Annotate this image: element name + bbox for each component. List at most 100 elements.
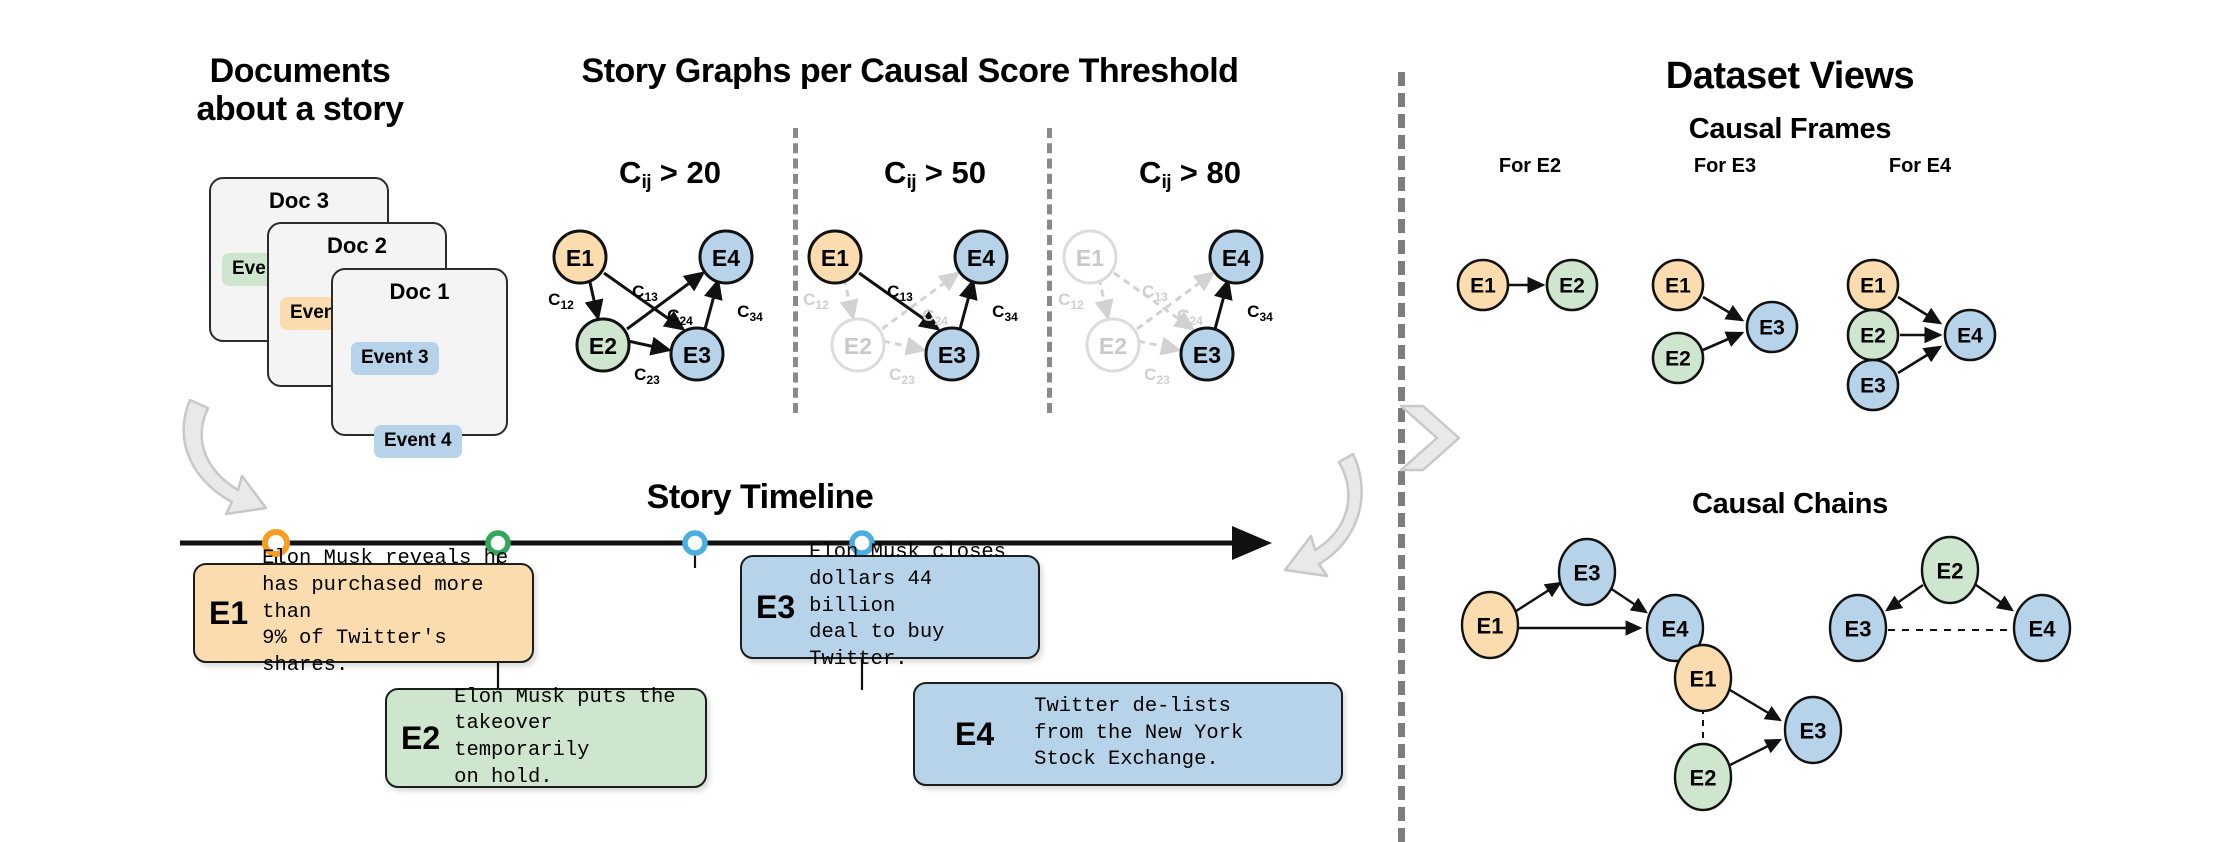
edge-label-C24: C24: [667, 306, 693, 328]
chain-node-E4[interactable]: E4: [2012, 593, 2072, 663]
causal-chain-1: E1 E3 E4: [1460, 537, 1705, 663]
timeline-dot-E2[interactable]: [485, 530, 511, 556]
chain-edge-E1-E3: [1729, 688, 1783, 722]
chain-node-E3[interactable]: E3: [1783, 695, 1843, 765]
doc-card-2-title: Doc 2: [327, 233, 387, 258]
graph-node-E4[interactable]: E4: [698, 229, 754, 285]
edge-label-C24: C24: [922, 306, 948, 328]
story-graphs-title-text: Story Graphs per Causal Score Threshold: [581, 52, 1239, 90]
doc-card-3-title: Doc 3: [269, 188, 329, 213]
chain-node-E1-label: E1: [1477, 614, 1504, 639]
chain-node-E3[interactable]: E3: [1828, 593, 1888, 663]
timeline-event-box-E2[interactable]: E2 Elon Musk puts the takeover temporari…: [385, 686, 707, 789]
causal-frame-caption-3: For E4: [1845, 155, 1995, 178]
doc-card-1-chip-event4[interactable]: Event 4: [374, 425, 462, 458]
chain-node-E2[interactable]: E2: [1920, 535, 1980, 605]
chain-node-E3-label: E3: [1574, 561, 1601, 586]
timeline-dot-E4[interactable]: [849, 530, 875, 556]
graph-node-E4[interactable]: E4: [953, 229, 1009, 285]
edge-E3-E4-active: [1213, 278, 1233, 330]
chain-node-E4[interactable]: E4: [1645, 593, 1705, 663]
story-graph-threshold-80: E1 E2 E3 E4 C12 C13 C24 C23 C34: [1058, 229, 1273, 387]
chain-node-E2[interactable]: E2: [1673, 742, 1733, 812]
main-divider-left: [1398, 72, 1405, 842]
graph-separator-2: [1047, 128, 1052, 413]
frame-node-E3-label: E3: [1860, 375, 1886, 398]
graph-node-E2[interactable]: E2: [575, 317, 631, 373]
timeline-event-box-E4[interactable]: E4 Twitter de-lists from the New York St…: [913, 682, 1343, 786]
causal-frame-caption-3-text: For E4: [1888, 155, 1952, 177]
chain-node-E3-label: E3: [1845, 617, 1872, 642]
graph-node-E1-label: E1: [1076, 245, 1104, 271]
timeline-dot-E3[interactable]: [682, 530, 708, 556]
chain-edge-E1-E3: [1512, 581, 1563, 615]
timeline-event-E4-id: E4: [955, 716, 995, 752]
graph-node-E2-label: E2: [844, 333, 872, 359]
frame-node-E1[interactable]: E1: [1456, 258, 1510, 312]
causal-frame-for-E3: E1 E2 E3: [1651, 258, 1799, 385]
edge-label-C13: C13: [1142, 282, 1168, 304]
frame-node-E1[interactable]: E1: [1846, 258, 1900, 312]
timeline-event-box-E1[interactable]: E1 Elon Musk reveals he has purchased mo…: [193, 547, 534, 677]
graph-node-E1[interactable]: E1: [807, 229, 863, 285]
graph-node-E1-faded[interactable]: E1: [1062, 229, 1118, 285]
causal-frame-caption-2-text: For E3: [1693, 155, 1757, 177]
edge-E2-E3: [627, 336, 672, 356]
edge-label-C34: C34: [992, 302, 1018, 324]
doc-card-1-title: Doc 1: [389, 279, 450, 304]
frame-node-E2[interactable]: E2: [1651, 331, 1705, 385]
graph-node-E2-label: E2: [589, 333, 617, 359]
dataset-views-title: Dataset Views: [1540, 55, 2040, 98]
story-timeline-title-text: Story Timeline: [646, 478, 874, 516]
causal-chain-3: E1 E2 E3: [1673, 643, 1843, 812]
causal-frame-for-E4: E1 E2 E3 E4: [1846, 258, 1997, 412]
timeline-event-E1-text: Elon Musk reveals he has purchased more …: [262, 547, 509, 677]
frame-node-E1[interactable]: E1: [1651, 258, 1705, 312]
chain-node-E1[interactable]: E1: [1460, 590, 1520, 660]
story-timeline-title: Story Timeline: [560, 478, 960, 516]
graph-node-E2-label: E2: [1099, 333, 1127, 359]
graph-node-E2-faded[interactable]: E2: [830, 317, 886, 373]
frame-node-E2[interactable]: E2: [1846, 308, 1900, 362]
graph-node-E4-label: E4: [1222, 245, 1250, 271]
timeline-event-box-E3[interactable]: E3 Elon Musk closes dollars 44 billion d…: [740, 541, 1040, 671]
frame-node-E4[interactable]: E4: [1943, 308, 1997, 362]
timeline-dot-E1[interactable]: [262, 529, 290, 557]
threshold-1-sub: ij: [641, 172, 652, 193]
frame-node-E3[interactable]: E3: [1745, 300, 1799, 354]
threshold-3-c: C: [1139, 155, 1162, 190]
chain-node-E4-label: E4: [1662, 617, 1690, 642]
causal-frame-for-E2: E1 E2: [1456, 258, 1599, 312]
edge-E1-E3-active: [858, 271, 941, 331]
doc-card-1-chip-event3[interactable]: Event 3: [351, 342, 439, 375]
edge-label-C34: C34: [737, 302, 763, 324]
graph-node-E4-label: E4: [967, 245, 995, 271]
chain-node-E1-label: E1: [1690, 667, 1717, 692]
graph-node-E3[interactable]: E3: [1179, 326, 1235, 382]
chain-edge-E3-E4: [1609, 587, 1648, 614]
chain-node-E3[interactable]: E3: [1557, 537, 1617, 607]
chain-node-E4-label: E4: [2029, 617, 2057, 642]
frame-edge-E1-E3: [1702, 295, 1745, 322]
edge-E2-E4-faded: [1136, 271, 1216, 331]
frame-node-E2[interactable]: E2: [1545, 258, 1599, 312]
graph-node-E3-label: E3: [683, 342, 711, 368]
graph-node-E3[interactable]: E3: [669, 326, 725, 382]
graph-node-E1[interactable]: E1: [552, 229, 608, 285]
graph-node-E4[interactable]: E4: [1208, 229, 1264, 285]
frame-node-E3[interactable]: E3: [1846, 358, 1900, 412]
edge-label-C12: C12: [548, 290, 574, 312]
graph-node-E2-faded[interactable]: E2: [1085, 317, 1141, 373]
frame-node-E2-label: E2: [1860, 325, 1886, 348]
frame-node-E3-label: E3: [1759, 317, 1785, 340]
edge-label-C23: C23: [1144, 365, 1170, 387]
timeline-event-E2-text: Elon Musk puts the takeover temporarily …: [454, 685, 676, 789]
causal-frame-caption-1: For E2: [1455, 155, 1605, 178]
timeline-event-E1-id: E1: [209, 595, 249, 631]
story-graph-threshold-50: E1 E2 E3 E4 C12 C13 C24 C23 C34: [803, 229, 1018, 387]
chain-node-E3-label: E3: [1800, 719, 1827, 744]
threshold-2-op: > 50: [924, 155, 986, 190]
graph-node-E3[interactable]: E3: [924, 326, 980, 382]
chain-node-E1[interactable]: E1: [1673, 643, 1733, 713]
